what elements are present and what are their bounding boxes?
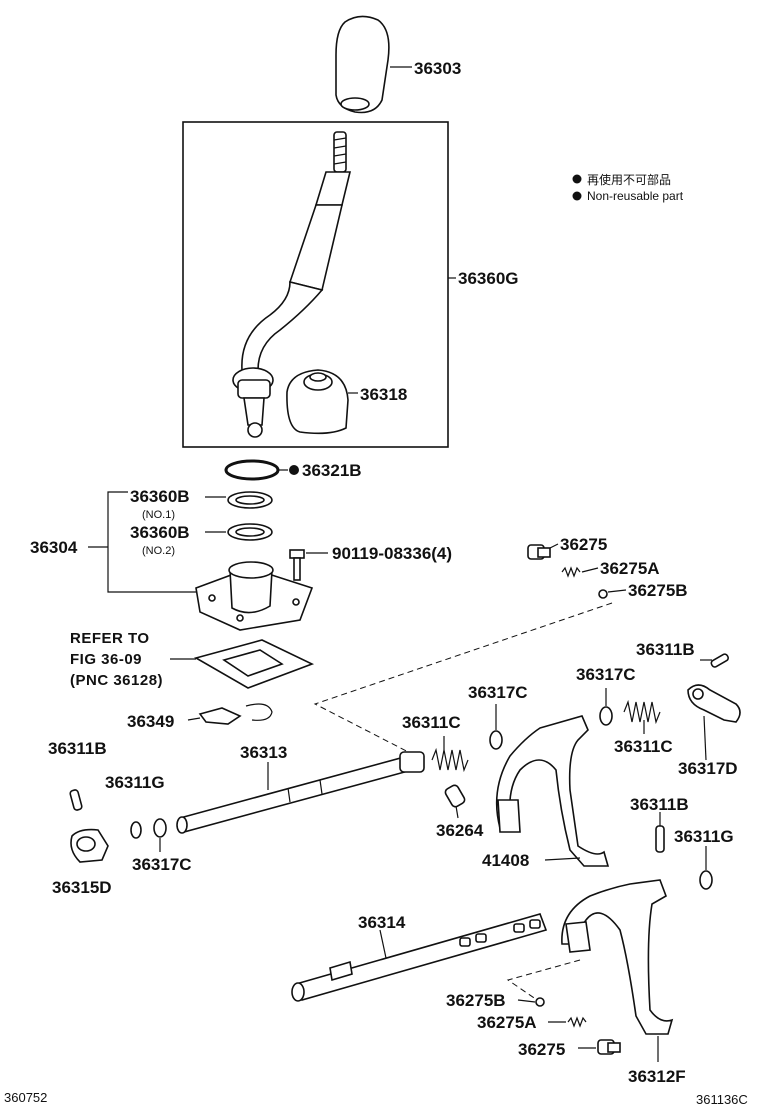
shift-head: [70, 828, 109, 863]
spring-right: [623, 699, 661, 725]
ring-left: [130, 821, 142, 839]
label-36311B-lower: 36311B: [630, 795, 689, 814]
spring-top: [561, 566, 581, 578]
ball-top: [598, 589, 608, 599]
label-36349: 36349: [127, 712, 174, 731]
ball-bottom: [535, 997, 545, 1007]
label-36275B-top: 36275B: [628, 581, 688, 600]
label-36360G: 36360G: [458, 269, 519, 288]
label-no1: (NO.1): [142, 509, 175, 521]
label-36321B: 36321B: [302, 461, 362, 480]
washer-right: [599, 706, 613, 726]
label-no2: (NO.2): [142, 545, 175, 557]
refer-line-3: (PNC 36128): [70, 672, 163, 689]
plug-bottom: [597, 1039, 621, 1055]
gasket: [193, 639, 315, 689]
non-reusable-bullet-icon: [572, 174, 582, 184]
label-36264: 36264: [436, 821, 484, 840]
label-36303: 36303: [414, 59, 461, 78]
pin-36264: [444, 784, 466, 808]
label-36317D: 36317D: [678, 759, 738, 778]
spring-mid: [431, 747, 469, 773]
label-36311G-left: 36311G: [105, 773, 165, 792]
non-reusable-bullet-icon: [572, 191, 582, 201]
refer-line-2: FIG 36-09: [70, 651, 142, 668]
label-36312F: 36312F: [628, 1067, 686, 1086]
shift-clip: [198, 703, 273, 725]
label-90119-08336: 90119-08336(4): [332, 544, 452, 563]
label-36360B-no2: 36360B: [130, 523, 190, 542]
shift-boot: [286, 369, 349, 435]
label-41408: 41408: [482, 851, 529, 870]
non-reusable-bullet-icon: [289, 465, 299, 475]
label-36311B-left: 36311B: [48, 739, 107, 758]
label-36317C-left: 36317C: [132, 855, 192, 874]
refer-line-1: REFER TO: [70, 630, 150, 647]
plug-top: [527, 544, 551, 560]
label-36313: 36313: [240, 743, 287, 762]
label-36360B-no1: 36360B: [130, 487, 190, 506]
legend-english: Non-reusable part: [587, 189, 684, 203]
label-36311B-right: 36311B: [636, 640, 695, 659]
bolt: [289, 549, 305, 581]
label-36311C-right: 36311C: [614, 737, 673, 756]
seal-no2: [227, 523, 273, 541]
shift-lever: [232, 131, 352, 438]
shift-fork-41408: [495, 715, 610, 867]
figure-code-left: 360752: [4, 1090, 47, 1105]
ring-right: [699, 870, 713, 890]
shift-lever-assembly-box: [182, 121, 449, 448]
shift-fork-36312F: [561, 879, 674, 1035]
legend: 再使用不可部品 Non-reusable part: [572, 172, 684, 203]
label-36317C-right: 36317C: [576, 665, 636, 684]
label-36275A-bottom: 36275A: [477, 1013, 537, 1032]
shift-lever-retainer: [195, 561, 314, 631]
snap-ring: [224, 459, 280, 481]
label-36318: 36318: [360, 385, 407, 404]
label-36317C-mid: 36317C: [468, 683, 528, 702]
label-36275B-bottom: 36275B: [446, 991, 506, 1010]
seal-no1: [227, 491, 273, 509]
shift-shaft-36313: [176, 751, 425, 834]
pin-lower: [655, 825, 665, 853]
label-36314: 36314: [358, 913, 406, 932]
shift-knob: [335, 15, 390, 114]
pin-left: [69, 789, 83, 811]
washer-left: [153, 818, 167, 838]
label-36275A-top: 36275A: [600, 559, 660, 578]
pin-right: [710, 653, 729, 668]
label-36311C-mid: 36311C: [402, 713, 461, 732]
washer-mid: [489, 730, 503, 750]
figure-code-right: 361136C: [696, 1092, 748, 1107]
label-36275-bottom: 36275: [518, 1040, 565, 1059]
label-36275-top: 36275: [560, 535, 607, 554]
legend-japanese: 再使用不可部品: [587, 172, 671, 187]
label-36315D: 36315D: [52, 878, 112, 897]
spring-bottom: [567, 1016, 587, 1028]
label-36304: 36304: [30, 538, 78, 557]
label-36311G-right: 36311G: [674, 827, 734, 846]
interlock-36317D: [687, 684, 741, 723]
shift-shaft-36314: [291, 913, 548, 1002]
